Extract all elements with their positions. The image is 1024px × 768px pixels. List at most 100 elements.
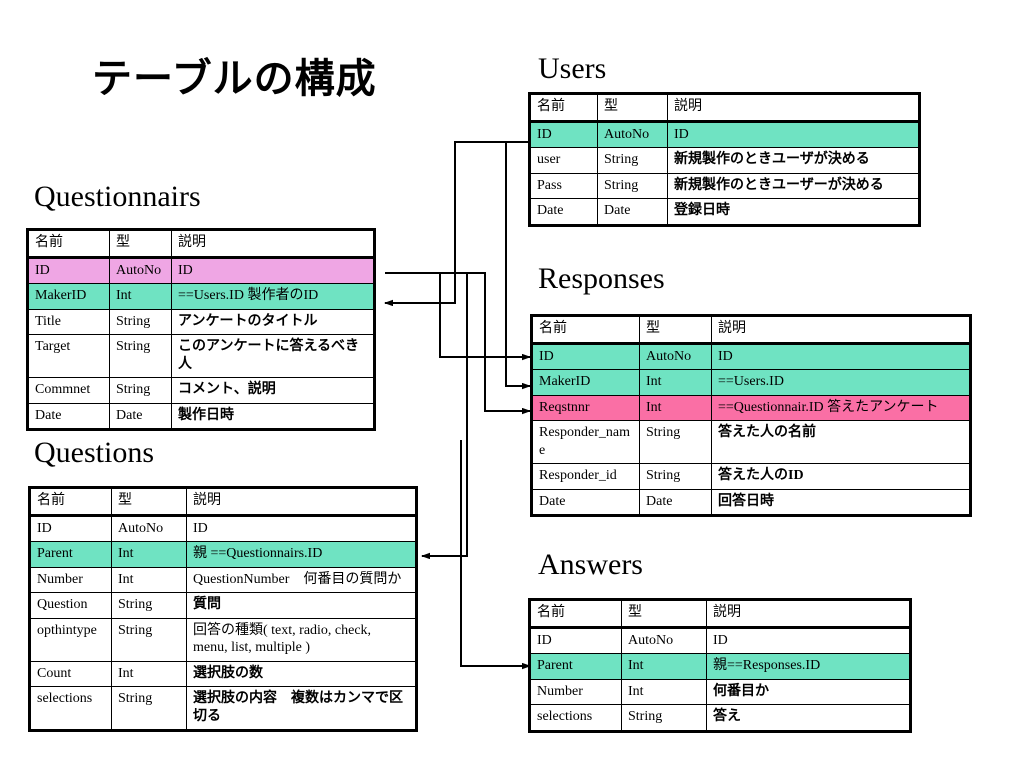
field-name: ID <box>27 256 110 284</box>
field-type: AutoNo <box>109 256 172 284</box>
table-heading-answers: Answers <box>538 548 643 581</box>
field-description: 製作日時 <box>171 402 375 430</box>
field-name: Commnet <box>27 377 110 404</box>
column-header-description: 説明 <box>667 93 920 123</box>
table-row: Responder_name String 答えた人の名前 <box>531 420 971 464</box>
table-heading-responses: Responses <box>538 262 665 295</box>
field-name: Date <box>27 402 110 430</box>
column-header-type: 型 <box>109 229 172 259</box>
field-name: ID <box>531 342 640 370</box>
field-description: 回答日時 <box>711 488 971 516</box>
page-title: テーブルの構成 <box>92 56 377 102</box>
table-row: ID AutoNo ID <box>529 626 911 654</box>
table-header-row: 名前 型 説明 <box>531 315 971 345</box>
table-row: Parent Int 親==Responses.ID <box>529 653 911 680</box>
field-description: 新規製作のときユーザが決める <box>667 147 920 174</box>
field-description: ID <box>667 120 920 148</box>
field-name: opthintype <box>29 617 112 662</box>
field-name: Number <box>29 566 112 593</box>
table-row: selections String 答え <box>529 704 911 732</box>
field-type: String <box>597 147 668 174</box>
table-row: Date Date 回答日時 <box>531 488 971 516</box>
field-description: ==Users.ID 製作者のID <box>171 283 375 310</box>
field-description: 答えた人のID <box>711 463 971 490</box>
column-header-name: 名前 <box>529 93 598 123</box>
field-type: Date <box>597 198 668 226</box>
field-name: MakerID <box>531 369 640 396</box>
field-description: 登録日時 <box>667 198 920 226</box>
field-name: Reqstnnr <box>531 394 640 421</box>
column-header-name: 名前 <box>531 315 640 345</box>
table-questionnairs: 名前 型 説明 ID AutoNo ID MakerID Int ==Users… <box>26 228 376 431</box>
field-name: MakerID <box>27 283 110 310</box>
field-name: Date <box>531 488 640 516</box>
field-name: Responder_name <box>531 420 640 464</box>
field-name: selections <box>529 704 622 732</box>
field-name: selections <box>29 686 112 731</box>
field-name: ID <box>29 514 112 542</box>
table-row: Title String アンケートのタイトル <box>27 308 375 335</box>
table-row: Date Date 製作日時 <box>27 402 375 430</box>
table-row: Pass String 新規製作のときユーザーが決める <box>529 172 920 199</box>
field-name: user <box>529 147 598 174</box>
field-type: Int <box>111 566 187 593</box>
field-type: AutoNo <box>111 514 187 542</box>
field-name: Responder_id <box>531 463 640 490</box>
column-header-name: 名前 <box>29 487 112 517</box>
table-row: Reqstnnr Int ==Questionnair.ID 答えたアンケート <box>531 394 971 421</box>
field-type: String <box>111 592 187 619</box>
table-row: opthintype String 回答の種類( text, radio, ch… <box>29 617 417 662</box>
field-description: コメント、説明 <box>171 377 375 404</box>
field-type: String <box>109 308 172 335</box>
field-name: Parent <box>29 541 112 568</box>
field-name: Number <box>529 678 622 705</box>
table-answers: 名前 型 説明 ID AutoNo ID Parent Int 親==Respo… <box>528 598 912 733</box>
table-row: user String 新規製作のときユーザが決める <box>529 147 920 174</box>
table-row: Number Int QuestionNumber 何番目の質問か <box>29 566 417 593</box>
connector-questionnairs-id-to-questions-parent <box>421 273 468 560</box>
column-header-name: 名前 <box>27 229 110 259</box>
field-type: Date <box>639 488 712 516</box>
field-type: AutoNo <box>621 626 707 654</box>
field-description: 答え <box>706 704 911 732</box>
field-description: ID <box>171 256 375 284</box>
field-description: ID <box>711 342 971 370</box>
table-row: Count Int 選択肢の数 <box>29 660 417 687</box>
field-type: AutoNo <box>597 120 668 148</box>
field-description: ==Users.ID <box>711 369 971 396</box>
field-description: このアンケートに答えるべき人 <box>171 334 375 378</box>
field-type: String <box>597 172 668 199</box>
table-heading-users: Users <box>538 52 607 85</box>
field-type: String <box>621 704 707 732</box>
field-description: 新規製作のときユーザーが決める <box>667 172 920 199</box>
table-heading-questions: Questions <box>34 436 154 469</box>
connector-questionnairs-id-to-responses-reqstnnr <box>385 272 531 415</box>
field-description: 選択肢の内容 複数はカンマで区切る <box>186 686 417 731</box>
field-type: Int <box>639 394 712 421</box>
table-header-row: 名前 型 説明 <box>529 93 920 123</box>
field-type: String <box>639 420 712 464</box>
field-name: Pass <box>529 172 598 199</box>
field-type: String <box>109 334 172 378</box>
field-description: 選択肢の数 <box>186 660 417 687</box>
column-header-description: 説明 <box>186 487 417 517</box>
field-description: ID <box>706 626 911 654</box>
field-name: Title <box>27 308 110 335</box>
field-name: ID <box>529 120 598 148</box>
field-type: Int <box>111 660 187 687</box>
field-type: Int <box>109 283 172 310</box>
column-header-name: 名前 <box>529 599 622 629</box>
field-type: Int <box>639 369 712 396</box>
field-name: Target <box>27 334 110 378</box>
table-row: Number Int 何番目か <box>529 678 911 705</box>
table-row: Date Date 登録日時 <box>529 198 920 226</box>
table-users: 名前 型 説明 ID AutoNo ID user String 新規製作のとき… <box>528 92 921 227</box>
field-type: String <box>111 617 187 662</box>
field-type: String <box>639 463 712 490</box>
column-header-type: 型 <box>639 315 712 345</box>
table-row: selections String 選択肢の内容 複数はカンマで区切る <box>29 686 417 731</box>
table-row: MakerID Int ==Users.ID 製作者のID <box>27 283 375 310</box>
column-header-description: 説明 <box>171 229 375 259</box>
field-name: ID <box>529 626 622 654</box>
column-header-type: 型 <box>597 93 668 123</box>
